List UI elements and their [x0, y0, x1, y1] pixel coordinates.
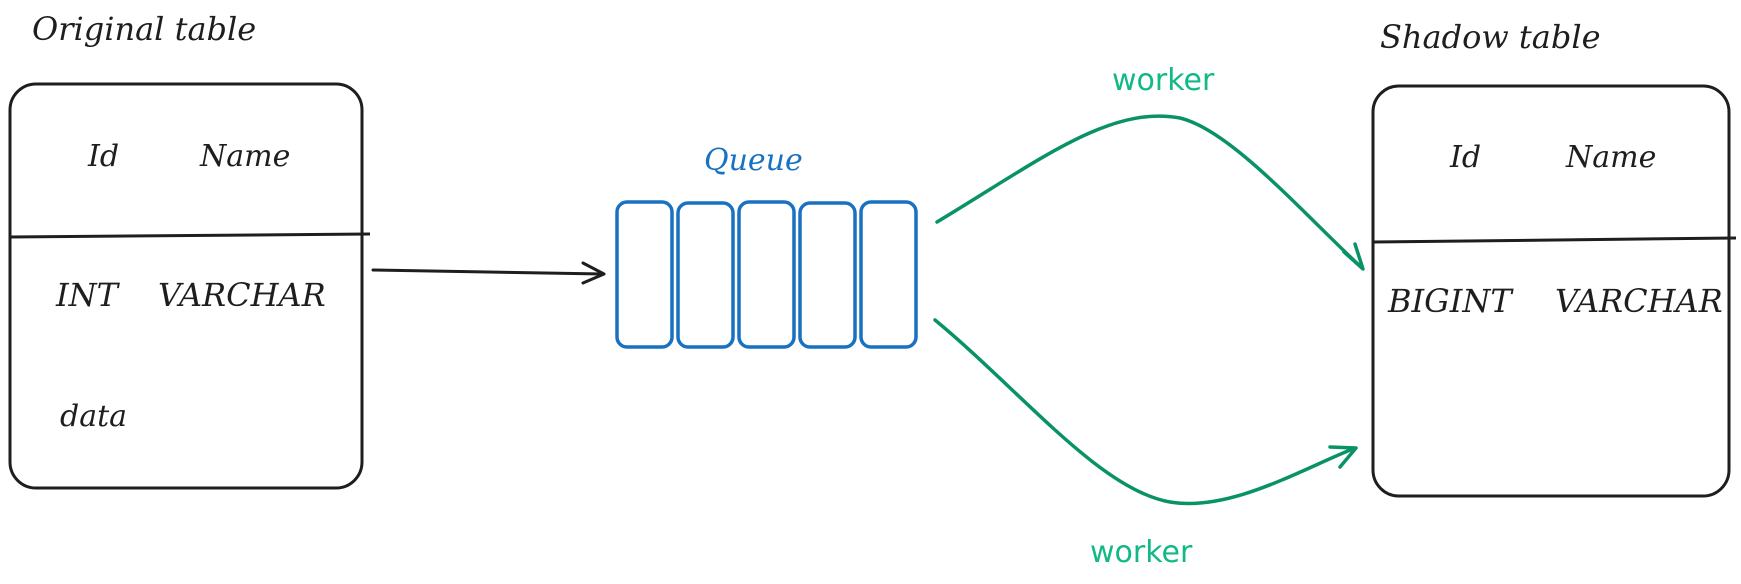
shadow-table-type-bigint: BIGINT: [1387, 282, 1514, 320]
original-table-box: [8, 82, 364, 490]
worker-arrow-top: worker: [935, 63, 1365, 271]
queue-label: Queue: [704, 143, 803, 178]
original-table-type-int: INT: [55, 276, 121, 314]
worker-label-top: worker: [1112, 63, 1215, 98]
worker-arrow-bottom: worker: [933, 318, 1358, 570]
queue-slot: [859, 200, 918, 349]
shadow-table-col-name: Name: [1565, 140, 1656, 175]
worker-label-bottom: worker: [1090, 535, 1193, 570]
shadow-table: Shadow table Id Name BIGINT VARCHAR: [1371, 18, 1737, 498]
queue-slot: [798, 201, 857, 349]
queue-slot: [737, 200, 796, 349]
queue-slot: [615, 200, 674, 349]
original-table-divider: [9, 232, 371, 239]
shadow-table-box: [1371, 84, 1731, 498]
shadow-table-title: Shadow table: [1380, 18, 1601, 56]
original-table-col-id: Id: [87, 139, 119, 174]
shadow-table-col-id: Id: [1449, 140, 1481, 175]
original-table: Original table Id Name INT VARCHAR data: [8, 10, 371, 490]
queue: Queue: [615, 143, 918, 349]
queue-slot: [676, 201, 735, 349]
original-table-col-name: Name: [199, 139, 290, 174]
shadow-table-divider: [1372, 236, 1737, 244]
original-table-row-data: data: [60, 399, 127, 434]
queue-slots: [615, 200, 918, 349]
original-table-type-varchar: VARCHAR: [158, 276, 326, 314]
original-table-title: Original table: [32, 10, 256, 48]
arrow-to-queue: [371, 261, 606, 285]
shadow-table-type-varchar: VARCHAR: [1555, 282, 1723, 320]
